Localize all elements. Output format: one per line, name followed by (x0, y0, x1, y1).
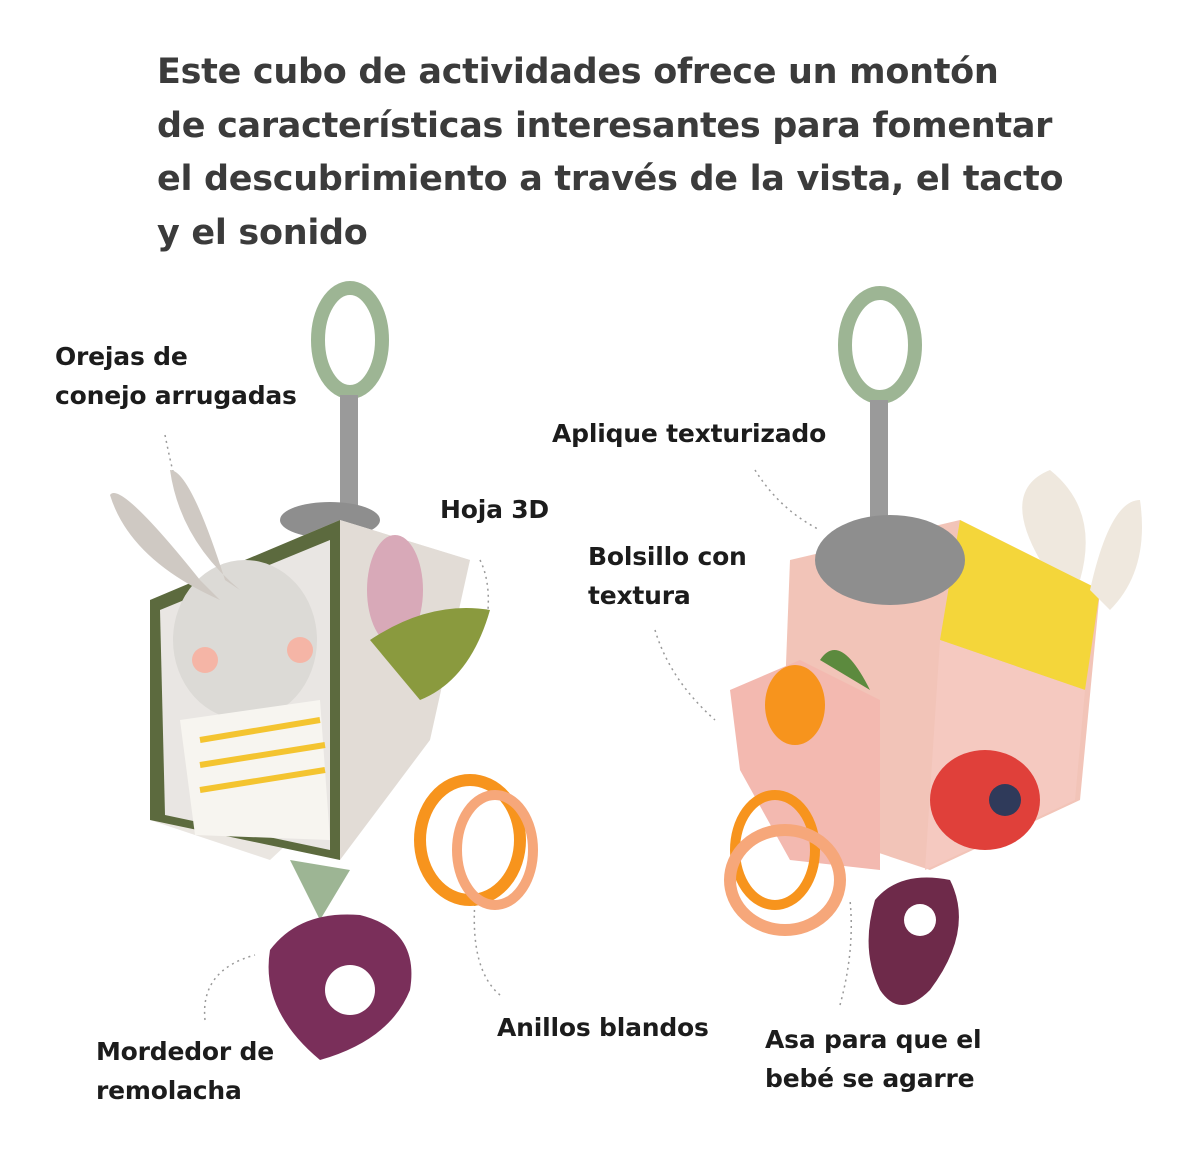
callout-leaf: Hoja 3D (440, 490, 549, 529)
callout-text: remolacha (96, 1076, 242, 1105)
right-cube-toy (724, 286, 1142, 1005)
callout-text: Anillos blandos (497, 1013, 709, 1042)
callout-text: conejo arrugadas (55, 381, 297, 410)
headline-line: de características interesantes para fom… (157, 105, 1053, 146)
headline: Este cubo de actividades ofrece un montó… (157, 46, 1157, 260)
callout-text: Hoja 3D (440, 495, 549, 524)
callout-text: Orejas de (55, 342, 188, 371)
callout-text: Mordedor de (96, 1037, 274, 1066)
callout-text: bebé se agarre (765, 1064, 975, 1093)
callout-text: Bolsillo con (588, 542, 747, 571)
soft-ring-icon (414, 774, 526, 906)
callout-ears: Orejas de conejo arrugadas (55, 337, 297, 415)
link-ring-icon (311, 281, 389, 399)
headline-line: y el sonido (157, 212, 368, 253)
callout-text: Aplique texturizado (552, 419, 827, 448)
callout-beet: Mordedor de remolacha (96, 1032, 274, 1110)
headline-line: Este cubo de actividades ofrece un montó… (157, 52, 999, 92)
callout-text: Asa para que el (765, 1025, 982, 1054)
callout-pocket: Bolsillo con textura (588, 537, 747, 615)
callout-applique: Aplique texturizado (552, 414, 826, 453)
headline-line: el descubrimiento a través de la vista, … (157, 159, 1064, 199)
left-cube-toy (110, 281, 538, 1060)
grab-handle-icon (868, 877, 959, 1005)
callout-handle: Asa para que el bebé se agarre (765, 1020, 982, 1098)
callout-text: textura (588, 581, 691, 610)
callout-rings: Anillos blandos (497, 1008, 709, 1047)
link-ring-icon (838, 286, 922, 404)
